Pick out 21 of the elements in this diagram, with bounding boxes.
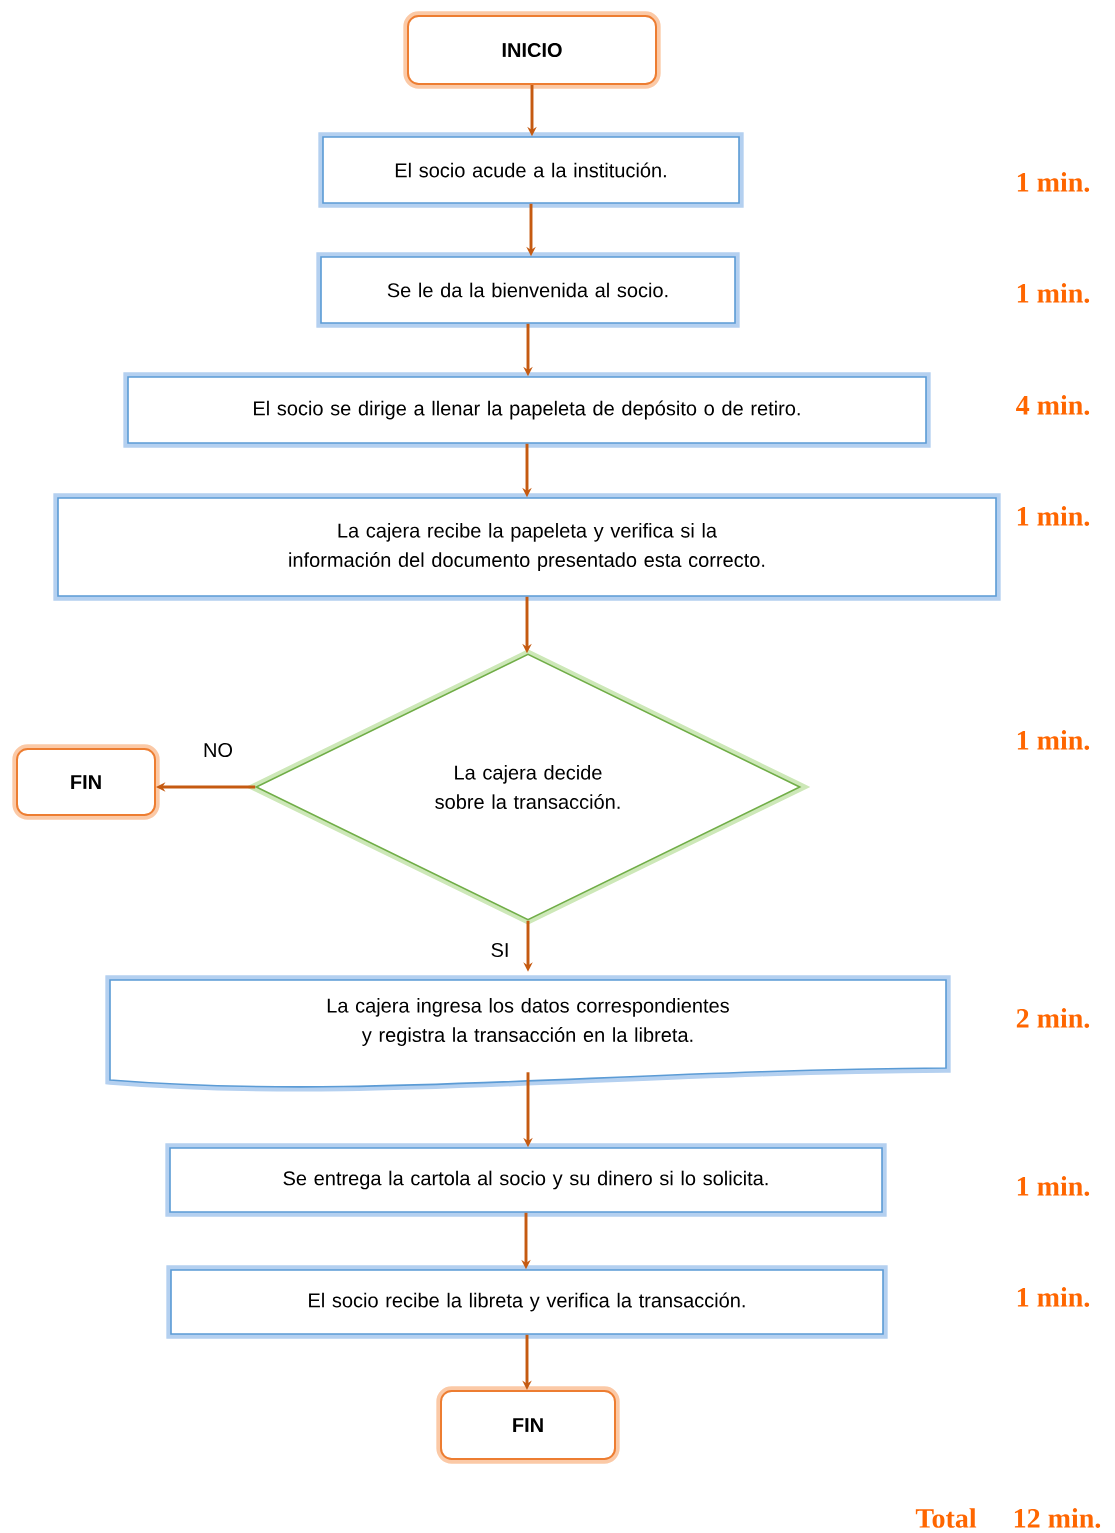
duration-label: 1 min. xyxy=(1017,1176,1090,1196)
edge-label: NO xyxy=(204,742,233,758)
duration-label: 4 min. xyxy=(1016,395,1090,415)
total-label: Total xyxy=(915,1508,977,1528)
edge-label: SI xyxy=(491,942,508,958)
process-box: El socio recibe la libreta y verifica la transacción. xyxy=(166,1265,888,1339)
document-box: La cajera ingresa los datos correspondientes y registra la transacción en la libreta. xyxy=(105,975,951,1092)
terminal-box: FIN xyxy=(436,1386,620,1464)
duration-label: 1 min. xyxy=(1017,172,1090,192)
process-box: El socio acude a la institución. xyxy=(318,132,744,208)
total-label: 12 min. xyxy=(1014,1508,1101,1528)
duration-label: 1 min. xyxy=(1017,730,1090,750)
process-box: Se le da la bienvenida al socio. xyxy=(316,252,740,328)
duration-label: 1 min. xyxy=(1017,1287,1090,1307)
process-box: La cajera recibe la papeleta y verifica si la información del documento presentado esta correcto. xyxy=(53,493,1001,601)
duration-label: 2 min. xyxy=(1016,1008,1090,1028)
process-box: Se entrega la cartola al socio y su dinero si lo solicita. xyxy=(165,1143,887,1217)
terminal-box: FIN xyxy=(12,744,160,820)
terminal-box: INICIO xyxy=(403,11,661,89)
duration-label: 1 min. xyxy=(1017,283,1090,303)
process-box: El socio se dirige a llenar la papeleta de depósito o de retiro. xyxy=(123,372,931,448)
